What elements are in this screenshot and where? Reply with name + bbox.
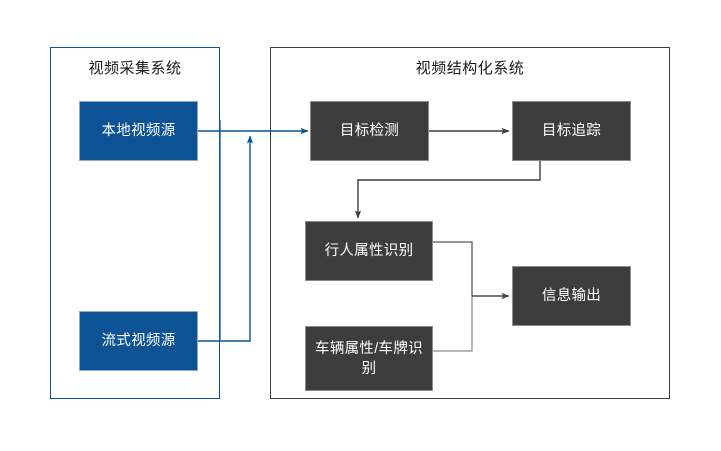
group-video-structuring-system-title: 视频结构化系统 [415,60,525,77]
node-vehicle-attribute-plate-recognition[interactable]: 车辆属性/车牌识别 [305,326,433,391]
group-video-capture-system-title: 视频采集系统 [88,60,182,77]
node-pedestrian-attribute-recognition[interactable]: 行人属性识别 [305,221,433,281]
node-local-video-source[interactable]: 本地视频源 [79,101,198,161]
node-object-detection[interactable]: 目标检测 [310,101,429,161]
node-information-output[interactable]: 信息输出 [512,266,631,326]
node-object-tracking[interactable]: 目标追踪 [512,101,631,161]
node-streaming-video-source[interactable]: 流式视频源 [79,311,198,371]
